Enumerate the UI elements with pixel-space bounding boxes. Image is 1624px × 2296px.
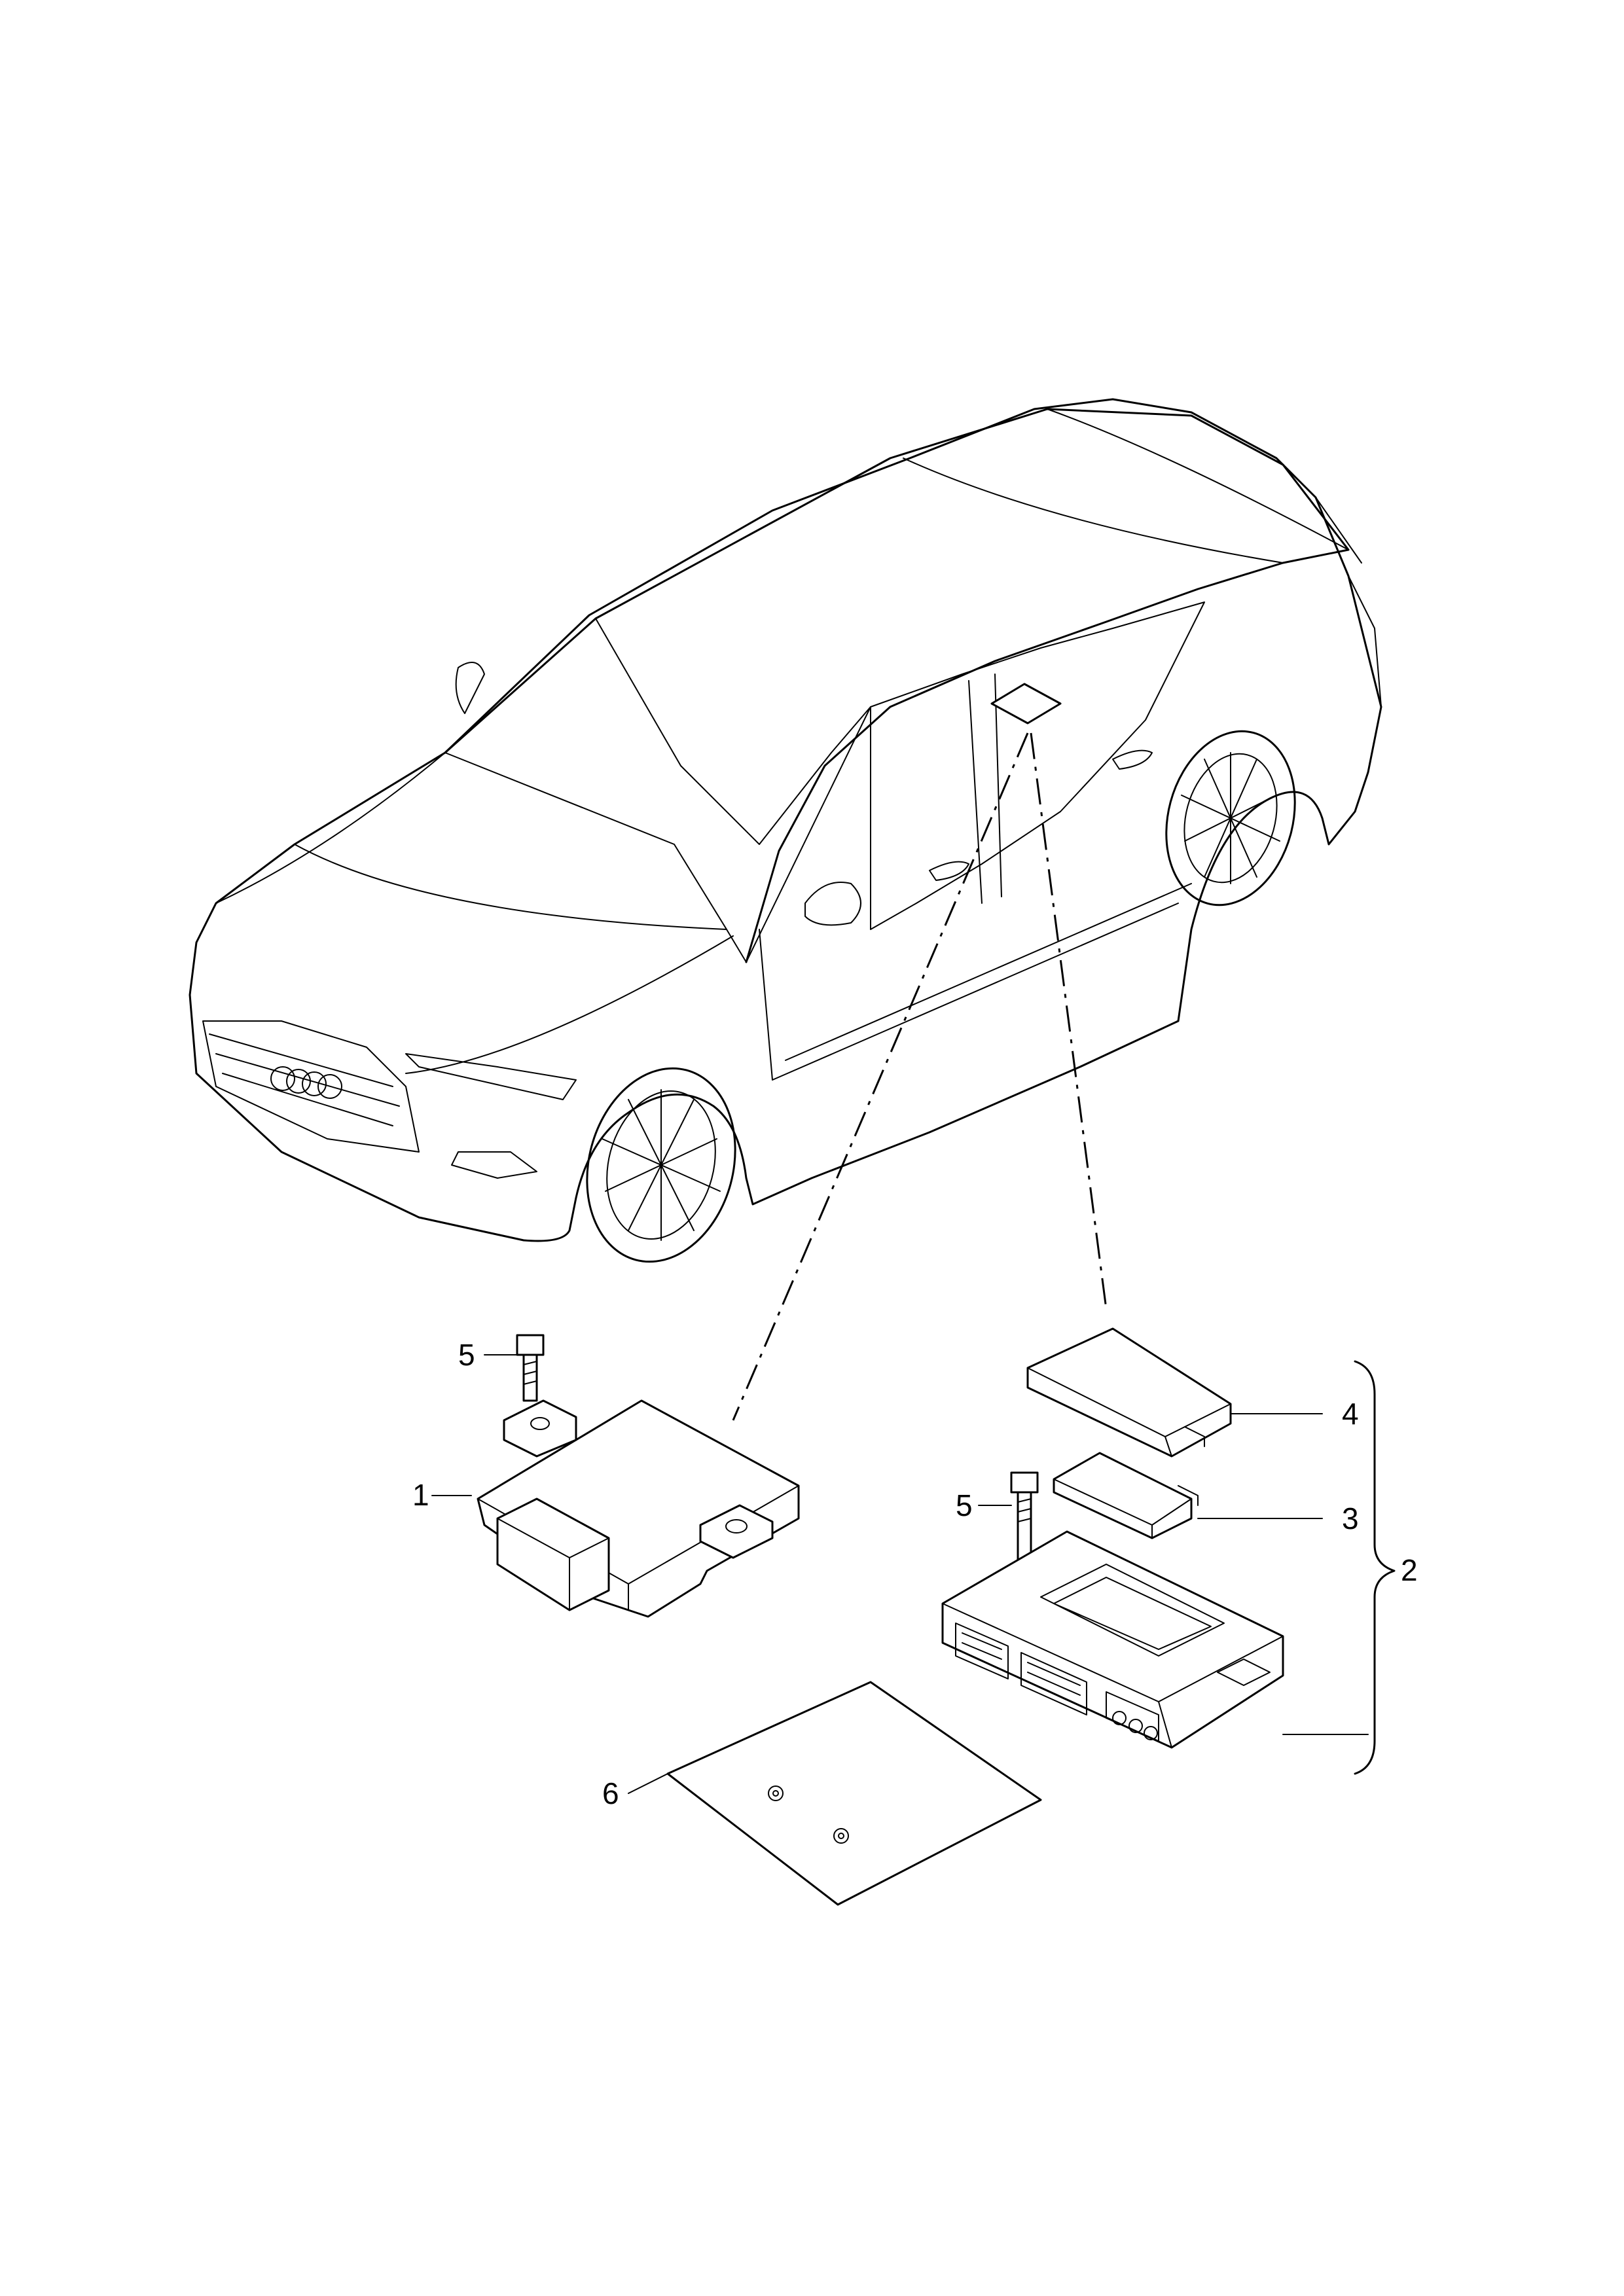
part-6-pad bbox=[666, 1681, 1042, 1906]
callout-3: 3 bbox=[1342, 1501, 1359, 1535]
part-4-module-cover bbox=[1026, 1327, 1232, 1458]
callout-5-right: 5 bbox=[956, 1488, 973, 1522]
car-front-wheel bbox=[586, 1067, 736, 1263]
car-shark-fin bbox=[455, 662, 485, 714]
callout-2: 2 bbox=[1401, 1553, 1418, 1587]
part-5-bolt-right bbox=[1010, 1471, 1039, 1566]
car-grille bbox=[202, 1020, 420, 1153]
car-windshield bbox=[444, 618, 871, 963]
assembly-bracket bbox=[1354, 1360, 1396, 1775]
part-1-control-unit bbox=[477, 1399, 800, 1618]
car-side-lines bbox=[759, 883, 1192, 1081]
part-2-base-control-unit bbox=[941, 1530, 1284, 1749]
installation-marker bbox=[990, 683, 1062, 725]
car-illustration bbox=[189, 398, 1382, 1263]
car-headlight bbox=[405, 1053, 577, 1100]
car-roof bbox=[444, 408, 1350, 963]
car-rear-wheel bbox=[1165, 730, 1296, 906]
callout-4: 4 bbox=[1342, 1397, 1359, 1431]
car-side-windows bbox=[870, 601, 1205, 930]
leader-car-to-part-1 bbox=[732, 732, 1029, 1421]
part-5-bolt-left bbox=[516, 1334, 545, 1402]
callout-leaders bbox=[431, 1354, 1396, 1794]
car-mirror bbox=[804, 882, 861, 926]
car-b-pillar bbox=[968, 673, 1002, 904]
part-3-small-module bbox=[1053, 1452, 1199, 1539]
car-roof-line bbox=[903, 408, 1349, 564]
car-hood bbox=[215, 752, 734, 1074]
car-rear bbox=[1315, 497, 1382, 708]
car-door-handle bbox=[929, 749, 1153, 881]
callout-6: 6 bbox=[602, 1776, 619, 1810]
callout-5-left: 5 bbox=[458, 1338, 475, 1372]
car-logo-rings bbox=[270, 1066, 342, 1099]
callout-1: 1 bbox=[412, 1478, 429, 1512]
leader-car-to-part-4 bbox=[1030, 732, 1108, 1310]
car-fog-light bbox=[451, 1151, 537, 1179]
car-body-outline bbox=[189, 398, 1382, 1242]
